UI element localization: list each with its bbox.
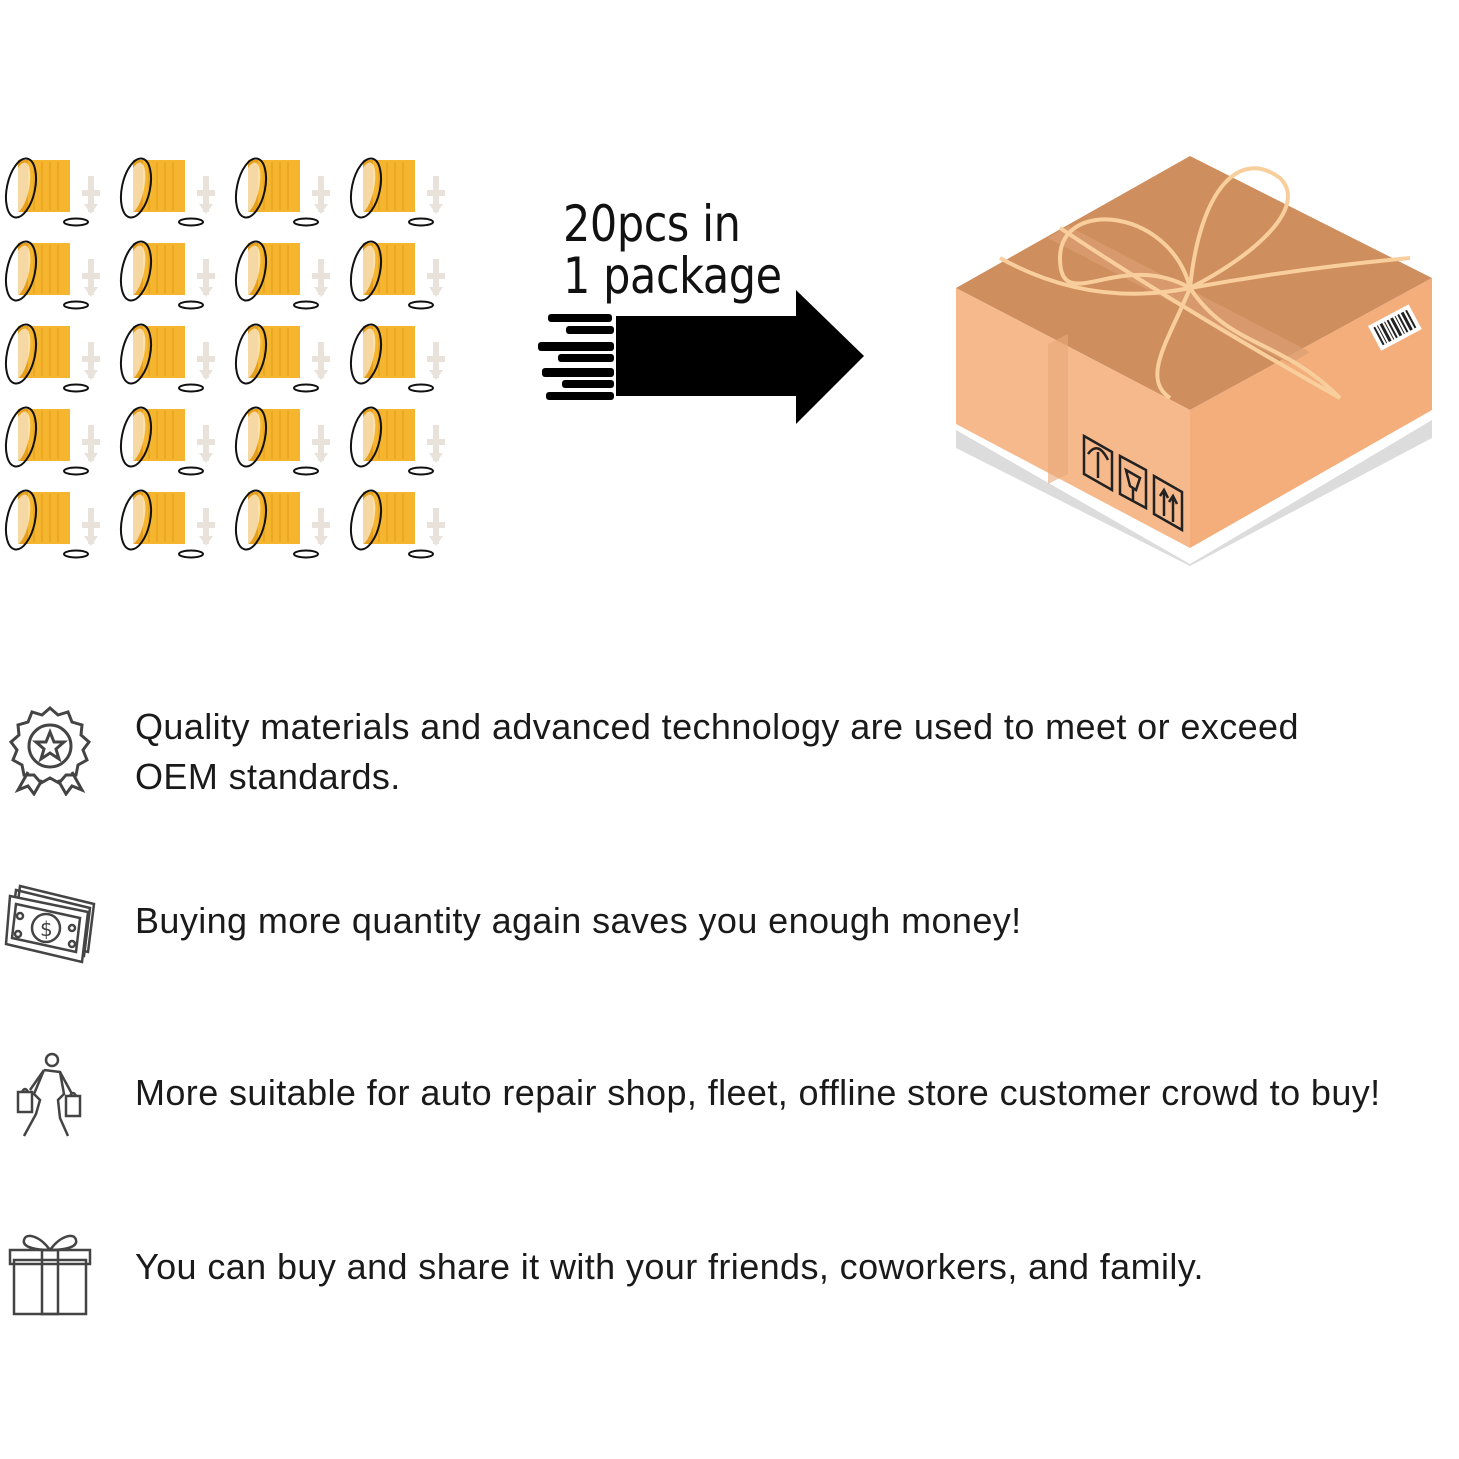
box-front-right: [1190, 278, 1432, 548]
money-bills-icon: $: [4, 884, 96, 964]
feature-share: You can buy and share it with your frien…: [0, 1222, 1459, 1332]
oil-filter-item: [345, 399, 457, 477]
barcode-label: [1368, 304, 1422, 351]
oil-filter-icon: [4, 323, 100, 393]
oil-filter-item: [0, 233, 112, 311]
oil-filter-icon: [349, 240, 445, 310]
dollar-glyph: $: [40, 917, 53, 941]
feature-share-text: You can buy and share it with your frien…: [135, 1246, 1204, 1287]
oil-filter-item: [230, 482, 342, 560]
feature-suitable: More suitable for auto repair shop, flee…: [0, 1048, 1459, 1158]
oil-filter-icon: [4, 240, 100, 310]
oil-filter-grid: [0, 150, 460, 570]
oil-filter-icon: [349, 406, 445, 476]
oil-filter-item: [230, 150, 342, 228]
oil-filter-item: [345, 482, 457, 560]
oil-filter-item: [345, 233, 457, 311]
oil-filter-icon: [234, 489, 330, 559]
shopper-icon: [16, 1052, 82, 1137]
oil-filter-item: [0, 482, 112, 560]
oil-filter-icon: [234, 157, 330, 227]
feature-suitable-text: More suitable for auto repair shop, flee…: [135, 1072, 1381, 1113]
oil-filter-icon: [119, 240, 215, 310]
oil-filter-item: [230, 233, 342, 311]
feature-savings: $ Buying more quantity again saves you e…: [0, 878, 1459, 988]
award-ribbon-icon: [8, 706, 92, 796]
oil-filter-icon: [119, 489, 215, 559]
oil-filter-item: [345, 316, 457, 394]
oil-filter-item: [230, 316, 342, 394]
oil-filter-icon: [119, 323, 215, 393]
oil-filter-icon: [4, 406, 100, 476]
oil-filter-icon: [349, 157, 445, 227]
right-arrow-icon: [538, 290, 864, 424]
oil-filter-icon: [349, 323, 445, 393]
handling-symbols: [1082, 433, 1184, 533]
oil-filter-item: [0, 316, 112, 394]
oil-filter-icon: [4, 157, 100, 227]
package-caption-line2: 1 package: [563, 247, 782, 305]
oil-filter-item: [0, 399, 112, 477]
oil-filter-item: [115, 233, 227, 311]
box-front-left: [956, 288, 1190, 548]
feature-savings-text: Buying more quantity again saves you eno…: [135, 900, 1022, 941]
oil-filter-icon: [119, 157, 215, 227]
oil-filter-item: [115, 399, 227, 477]
oil-filter-icon: [234, 240, 330, 310]
package-caption-line1: 20pcs in: [563, 195, 741, 253]
oil-filter-item: [115, 316, 227, 394]
feature-quality-line1: Quality materials and advanced technolog…: [135, 706, 1299, 747]
package-caption: 20pcs in 1 package: [563, 198, 782, 302]
box-top: [956, 156, 1432, 410]
feature-quality: Quality materials and advanced technolog…: [0, 700, 1459, 810]
oil-filter-item: [345, 150, 457, 228]
oil-filter-icon: [4, 489, 100, 559]
oil-filter-icon: [234, 406, 330, 476]
oil-filter-item: [115, 482, 227, 560]
feature-quality-text: Quality materials and advanced technolog…: [135, 702, 1299, 802]
oil-filter-icon: [234, 323, 330, 393]
cardboard-box-illustration: [956, 156, 1432, 566]
oil-filter-item: [115, 150, 227, 228]
oil-filter-item: [230, 399, 342, 477]
feature-quality-line2: OEM standards.: [135, 756, 401, 797]
oil-filter-item: [0, 150, 112, 228]
oil-filter-icon: [349, 489, 445, 559]
gift-box-icon: [8, 1234, 92, 1316]
oil-filter-icon: [119, 406, 215, 476]
